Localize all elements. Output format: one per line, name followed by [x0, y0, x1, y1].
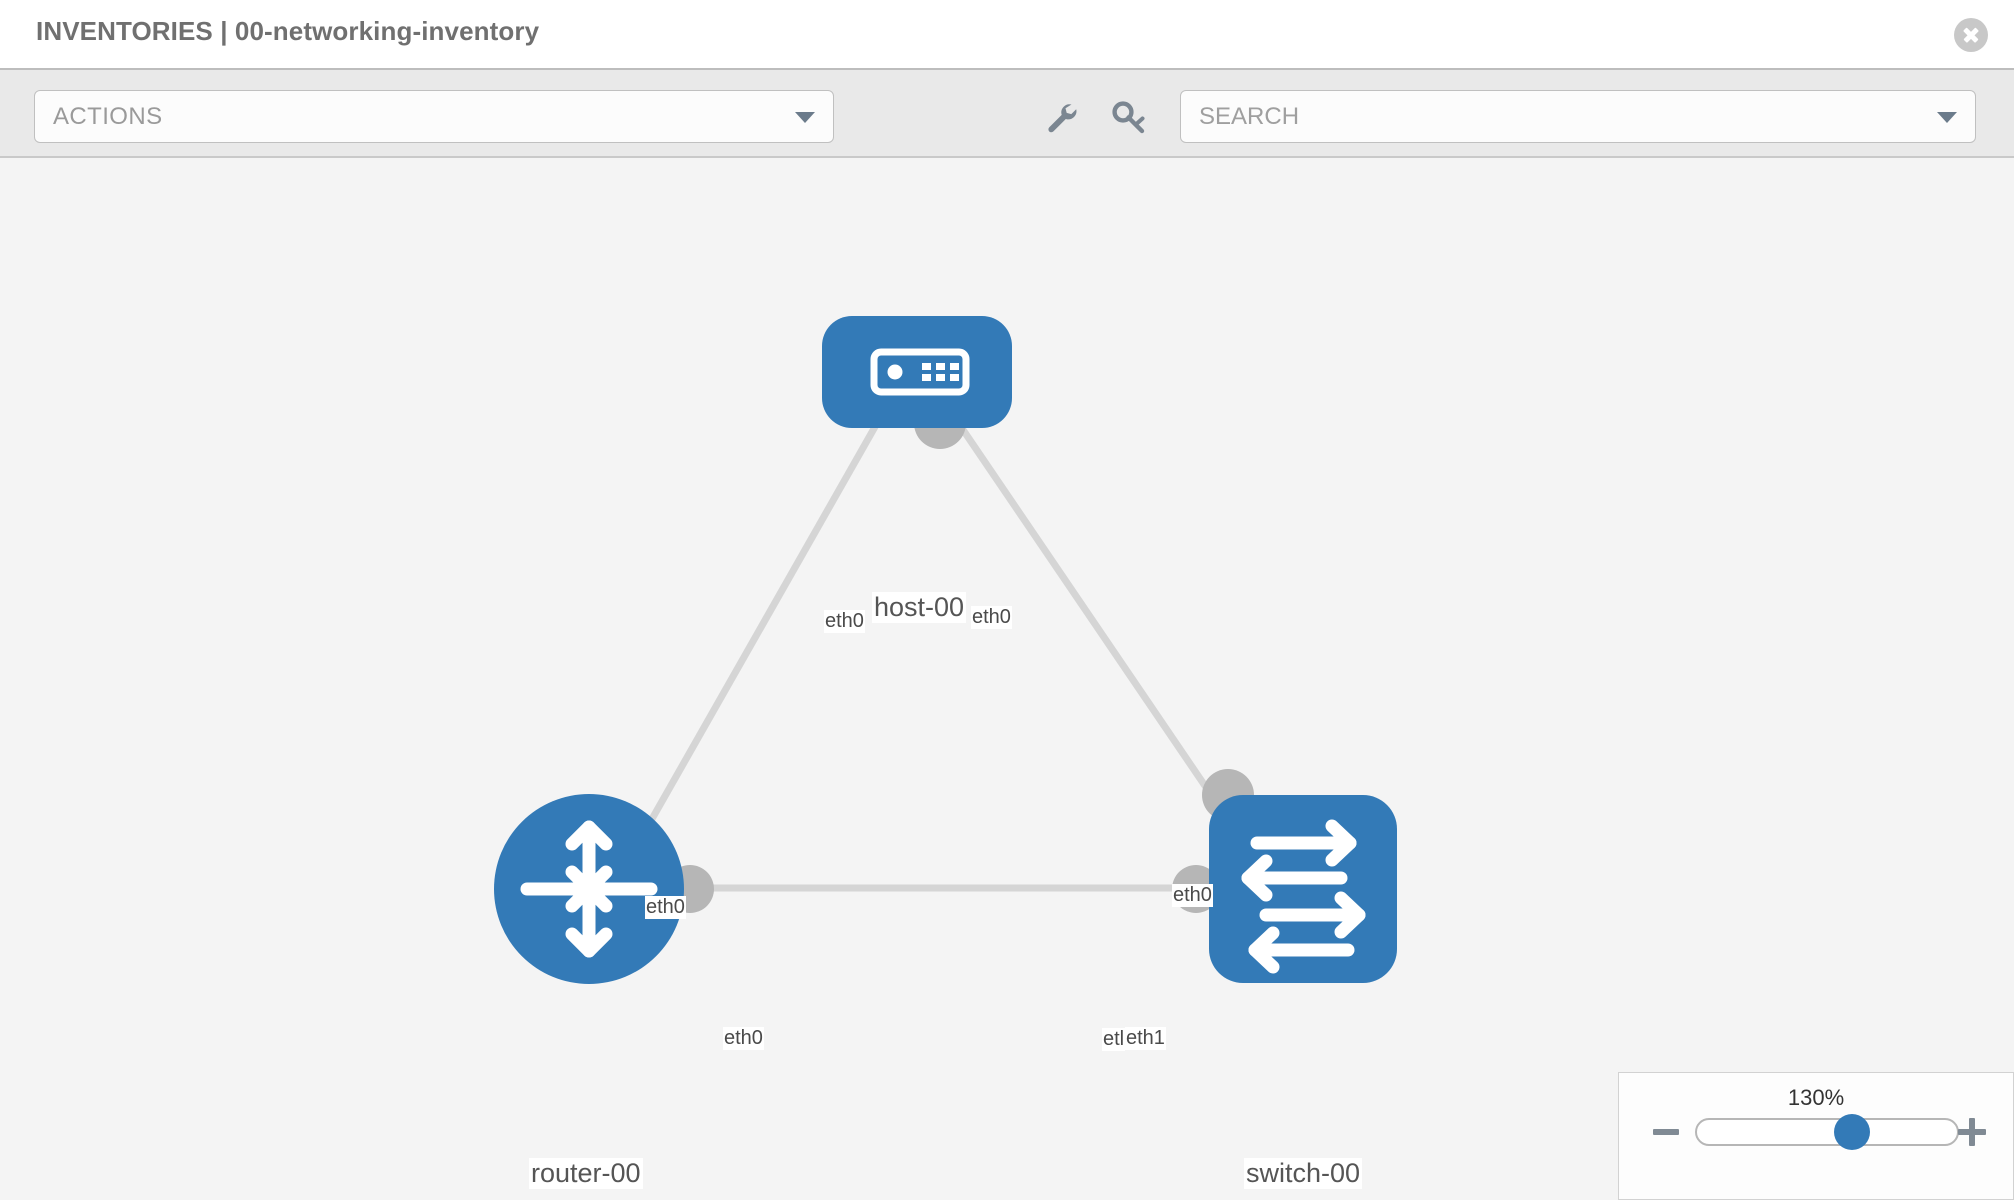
node-label-switch-00: switch-00: [1244, 1158, 1363, 1189]
iface-label: eth0: [645, 896, 686, 919]
page-title: INVENTORIES | 00-networking-inventory: [36, 16, 540, 46]
chevron-down-icon: [1937, 111, 1957, 123]
node-router-00: [494, 794, 684, 984]
iface-label: eth0: [824, 610, 865, 633]
link-host00-router00: [636, 416, 884, 842]
zoom-slider[interactable]: [1695, 1114, 1959, 1150]
node-label-router-00: router-00: [529, 1158, 643, 1189]
iface-label: eth0: [1172, 884, 1213, 907]
iface-label: eth0: [723, 1027, 764, 1050]
search-input[interactable]: SEARCH: [1180, 90, 1976, 143]
zoom-level-value: 130%: [1787, 1085, 1845, 1110]
zoom-control-panel: 130%: [1618, 1072, 2014, 1200]
iface-label: eth0: [971, 606, 1012, 629]
plus-icon[interactable]: [1957, 1117, 1987, 1147]
actions-dropdown[interactable]: ACTIONS: [34, 90, 834, 143]
node-host-00: [822, 316, 1012, 428]
iface-label: etl: [1102, 1028, 1126, 1051]
topology-canvas[interactable]: host-00 router-00 switch-00 eth0 eth0 et…: [0, 158, 2014, 1200]
server-icon: [870, 348, 970, 396]
zoom-slider-handle[interactable]: [1833, 1114, 1870, 1150]
page-header: INVENTORIES | 00-networking-inventory: [0, 0, 2014, 68]
search-placeholder: SEARCH: [1199, 103, 1300, 130]
topology-graph: [494, 316, 1397, 984]
router-arrows-icon: [520, 820, 658, 958]
node-label-host-00: host-00: [872, 592, 967, 623]
toolbar: ACTIONS SEARCH: [0, 68, 2014, 158]
link-host00-switch00: [952, 416, 1238, 832]
actions-dropdown-label: ACTIONS: [53, 103, 163, 130]
minus-icon[interactable]: [1653, 1129, 1679, 1135]
close-icon[interactable]: [1954, 18, 1988, 52]
wrench-icon[interactable]: [1040, 96, 1082, 138]
key-icon[interactable]: [1108, 96, 1150, 138]
switch-arrows-icon: [1241, 819, 1366, 974]
iface-label: eth1: [1125, 1027, 1166, 1050]
node-switch-00: [1209, 795, 1397, 983]
chevron-down-icon: [795, 111, 815, 123]
